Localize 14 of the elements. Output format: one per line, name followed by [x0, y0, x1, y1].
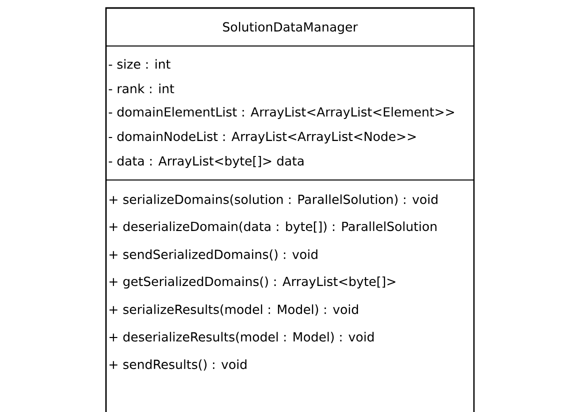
- member-text: + serializeDomains(solution : ParallelSolution) : void: [110, 194, 438, 206]
- member-text: + deserializeDomain(data : byte[]) : ParallelSolution: [110, 221, 436, 234]
- member-text: - rank : int: [108, 84, 174, 94]
- member-text: - domainElementList : ArrayList<ArrayList<Element>>: [108, 106, 454, 120]
- member-text: + serializeResults(model : Model) : void: [110, 304, 358, 316]
- member-text: + deserializeResults(model : Model) : void: [110, 332, 374, 344]
- compartment: [106, 179, 474, 371]
- member-text: + getSerializedDomains() : ArrayList<byte[]>: [110, 276, 396, 289]
- member-text: + sendSerializedDomains() : void: [110, 249, 318, 261]
- member-text: - size : int: [108, 59, 170, 69]
- compartment: [106, 45, 474, 168]
- member-text: - data : ArrayList<byte[]> data: [108, 156, 304, 168]
- member-text: + sendResults() : void: [110, 359, 246, 371]
- member-text: - domainNodeList : ArrayList<ArrayList<Node>>: [108, 131, 416, 144]
